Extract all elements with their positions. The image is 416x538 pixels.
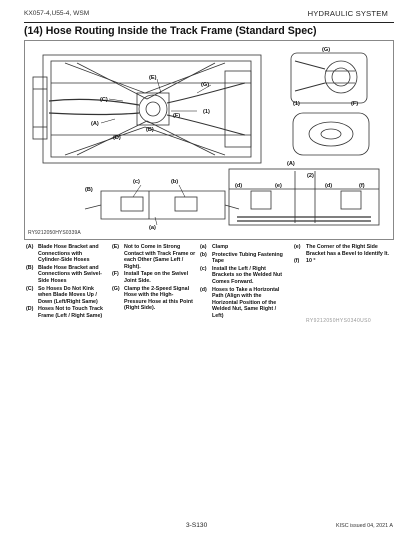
callout-1-main: (1) — [203, 109, 210, 115]
detail-a-outline — [228, 168, 380, 226]
callout-b-detail: (B) — [85, 187, 93, 193]
callout-f-detail: (F) — [351, 101, 358, 107]
legend-item: (B)Blade Hose Bracket and Connections wi… — [26, 264, 102, 284]
callout-d-detail: (d) — [235, 183, 242, 189]
legend-item: (a)Clamp — [200, 244, 229, 250]
callout-c: (C) — [100, 97, 108, 103]
callout-d-detail-2: (d) — [325, 183, 332, 189]
callout-a-detail: (A) — [287, 161, 295, 167]
legend-item: (G)Clamp the 2-Speed Signal Hose with th… — [112, 285, 193, 312]
detail-g-outline — [290, 52, 368, 104]
detail-b-outline — [100, 190, 226, 220]
callout-a-main: (A) — [91, 121, 99, 127]
legend-item: (d)Hoses to Take a Horizontal Path (Alig… — [200, 286, 280, 319]
legend-col-4: (e)The Corner of the Right Side Bracket … — [294, 244, 390, 266]
header-rule — [24, 22, 394, 23]
footer-page-number: 3-S130 — [186, 522, 208, 529]
callout-f-main: (F) — [173, 113, 180, 119]
legend-item: (E)Not to Come in Strong Contact with Tr… — [112, 244, 196, 270]
hose-routing-figure: (C) (A) (E) (G) (F) (B) (D) (1) (G) (1) … — [24, 40, 394, 240]
legend-item: (e)The Corner of the Right Side Bracket … — [294, 244, 390, 257]
legend-item: (b)Protective Tubing Fastening Tape — [200, 251, 283, 265]
callout-c-detail: (c) — [133, 179, 140, 185]
callout-1-detail: (1) — [293, 101, 300, 107]
legend-col-2: (E)Not to Come in Strong Contact with Tr… — [112, 244, 196, 313]
legend-col-1: (A)Blade Hose Bracket and Connections wi… — [26, 244, 106, 321]
legend-item: (C)So Hoses Do Not Kink when Blade Moves… — [26, 285, 98, 305]
detail-f-outline — [292, 112, 370, 156]
header-model: KX057-4,U55-4, WSM — [24, 10, 90, 17]
callout-a-small: (a) — [149, 225, 156, 231]
legend-item: (A)Blade Hose Bracket and Connections wi… — [26, 244, 99, 264]
page-title: (14) Hose Routing Inside the Track Frame… — [24, 25, 317, 37]
callout-2: (2) — [307, 173, 314, 179]
figure-code: RY9212050HYS0339A — [28, 230, 81, 236]
callout-e-detail: (e) — [275, 183, 282, 189]
frame-outline — [42, 54, 262, 164]
legend-item: (F)Install Tape on the Swivel Joint Side… — [112, 271, 189, 284]
figure-drawing: (C) (A) (E) (G) (F) (B) (D) (1) (G) (1) … — [32, 47, 380, 231]
reference-code: RY9212050HYS0340US0 — [306, 318, 372, 324]
callout-g-main: (G) — [201, 82, 209, 88]
legend-col-3: (a)Clamp (b)Protective Tubing Fastening … — [200, 244, 288, 321]
legend-item: (f)10 ° — [294, 258, 316, 265]
callout-b-main: (B) — [146, 127, 154, 133]
legend-item: (c)Install the Left / Right Brackets so … — [200, 265, 282, 285]
footer-issue: KISC issued 04, 2021 A — [336, 523, 393, 529]
callout-g-detail: (G) — [322, 47, 330, 53]
legend-item: (D)Hoses Not to Touch Track Frame (Left … — [26, 306, 103, 319]
callout-f-detail-2: (f) — [359, 183, 365, 189]
callout-e: (E) — [149, 75, 157, 81]
callout-d: (D) — [113, 135, 121, 141]
callout-b-small: (b) — [171, 179, 178, 185]
header-section: HYDRAULIC SYSTEM — [307, 9, 388, 18]
